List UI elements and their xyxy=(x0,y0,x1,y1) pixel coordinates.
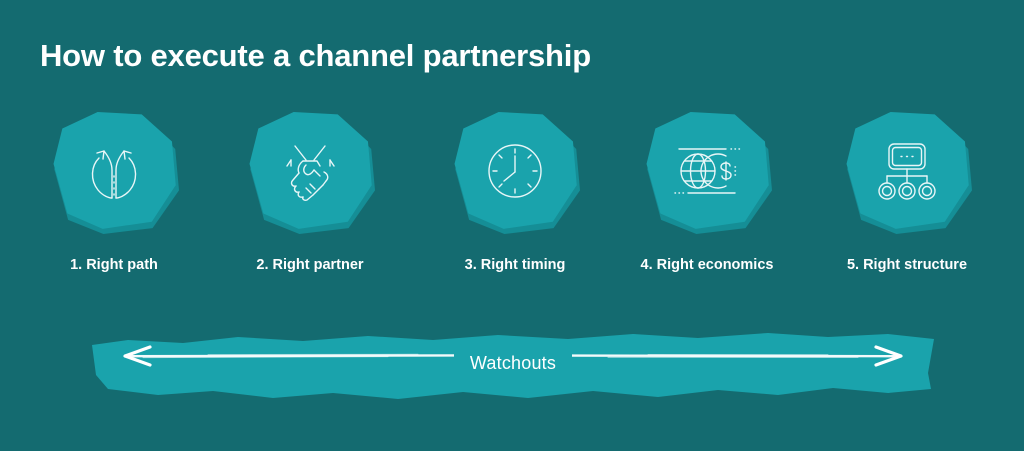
handshake-icon xyxy=(286,145,335,201)
step-badge-2 xyxy=(247,112,375,234)
step-label-1: 1. Right path xyxy=(70,257,158,273)
badge-polygon xyxy=(454,112,577,229)
step-label-2: 2. Right partner xyxy=(256,257,364,273)
step-label-5: 5. Right structure xyxy=(846,257,968,273)
banner-label: Watchouts xyxy=(88,353,938,374)
step-label-4: 4. Right economics xyxy=(640,257,774,273)
step-item-5[interactable]: 5. Right structure xyxy=(809,112,1005,287)
banner-label-text: Watchouts xyxy=(453,353,573,373)
step-label-3: 3. Right timing xyxy=(464,257,566,273)
watchouts-banner: Watchouts xyxy=(88,327,938,407)
step-badge-4 xyxy=(644,112,772,234)
step-item-3[interactable]: 3. Right timing xyxy=(417,112,613,287)
page-title: How to execute a channel partnership xyxy=(40,38,591,73)
org-chart-icon xyxy=(878,143,936,200)
badge-polygon xyxy=(249,112,372,229)
double-arrow xyxy=(88,327,938,407)
badge-polygon xyxy=(846,112,969,229)
clock-icon xyxy=(488,144,542,198)
step-badge-3 xyxy=(452,112,580,234)
step-item-2[interactable]: 2. Right partner xyxy=(212,112,408,287)
badge-polygon xyxy=(53,112,176,229)
steps-row: 1. Right path xyxy=(0,112,1024,287)
step-item-4[interactable]: 4. Right economics xyxy=(609,112,805,287)
badge-polygon xyxy=(646,112,769,229)
forking-path-icon xyxy=(91,150,137,199)
step-badge-5 xyxy=(844,112,972,234)
step-badge-1 xyxy=(51,112,179,234)
step-item-1[interactable]: 1. Right path xyxy=(16,112,212,287)
globe-dollar-icon xyxy=(674,148,741,194)
